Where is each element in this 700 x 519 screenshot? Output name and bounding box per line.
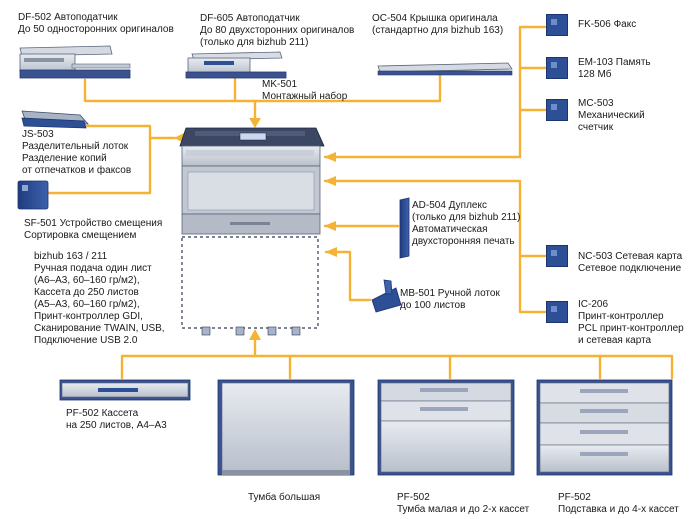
ad504-duplex-image: [399, 197, 410, 259]
df502-feeder-image: [19, 45, 131, 79]
oc504-label: OC-504 Крышка оригинала(стандартно для b…: [372, 13, 504, 36]
arrow-heads: [174, 118, 337, 340]
ic206-controller-icon: [546, 301, 568, 323]
fk506-label: FK-506 Факс: [578, 19, 637, 30]
oc504-cover-image: [377, 62, 513, 76]
bizhub-mfp-image: [179, 127, 325, 336]
sf501-shifter-image: [17, 180, 49, 210]
mb501-tray-image: [371, 279, 402, 313]
tumba-small-image: [377, 379, 515, 476]
mc503-counter-icon: [546, 99, 568, 121]
em103-memory-icon: [546, 57, 568, 79]
nc503-network-card-icon: [546, 245, 568, 267]
tumba-large-image: [217, 379, 355, 476]
fk506-fax-icon: [546, 14, 568, 36]
tumba-large-label: Тумба большая: [248, 492, 321, 503]
pf502-cassette-image: [59, 379, 191, 401]
stand-four-cassettes-image: [536, 379, 673, 476]
js503-tray-image: [21, 110, 89, 129]
ad504-label: AD-504 Дуплекс(только для bizhub 211)Авт…: [412, 200, 521, 247]
df605-feeder-image: [185, 51, 287, 79]
